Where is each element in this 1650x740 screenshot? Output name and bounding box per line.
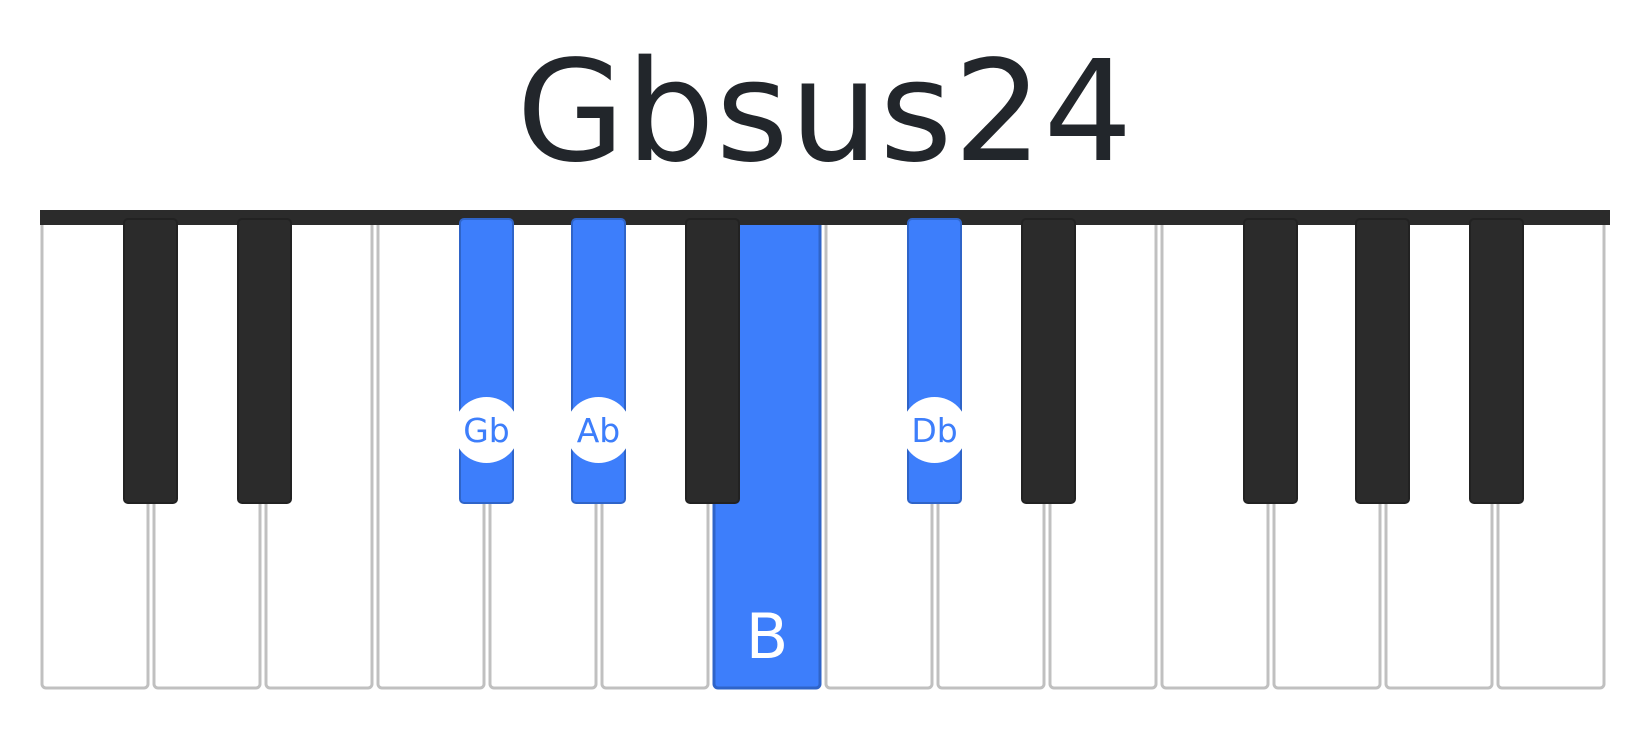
keyboard-top-bar [40,210,1610,225]
black-key-d-sharp [237,218,292,504]
black-key-a-sharp [1469,218,1524,504]
black-key-c-sharp [123,218,178,504]
black-key-note-label: Gb [463,411,510,450]
note-label-circle [453,397,520,463]
black-key-a-sharp [685,218,740,504]
note-label-circle [901,397,968,463]
black-key-note-label: Db [911,411,957,450]
black-key-note-label: Ab [577,411,621,450]
black-key-d-sharp [1021,218,1076,504]
note-label-circle [565,397,632,463]
chord-title: Gbsus24 [516,31,1134,194]
black-key-g-sharp [1355,218,1410,504]
black-key-f-sharp [1243,218,1298,504]
white-key-note-label: B [746,600,789,673]
